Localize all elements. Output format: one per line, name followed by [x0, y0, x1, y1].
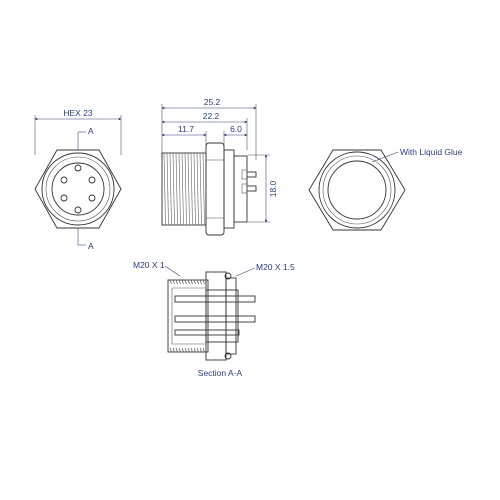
section-thread-tick — [196, 279, 199, 285]
section-title: Section A-A — [198, 368, 243, 378]
section-thread-tick — [181, 347, 184, 353]
thread-label-right: M20 X 1.5 — [256, 262, 295, 272]
section-thread-tick — [181, 279, 184, 285]
section-thread-tick — [169, 347, 172, 353]
overall-length-label: 25.2 — [204, 97, 221, 107]
section-thread-tick — [178, 347, 181, 353]
thread-line — [199, 152, 202, 226]
thread-line — [196, 152, 199, 226]
section-thread-tick — [190, 347, 193, 353]
thread-line — [166, 152, 169, 226]
section-thread-tick — [190, 279, 193, 285]
thread-line — [184, 152, 187, 226]
thread-line — [202, 152, 205, 226]
section-marker-bottom: A — [88, 241, 94, 251]
section-thread-tick — [175, 347, 178, 353]
hex-dimension-label: HEX 23 — [63, 108, 93, 118]
flange-length-label: 6.0 — [230, 124, 242, 134]
thread-line — [163, 152, 166, 226]
section-thread-tick — [184, 347, 187, 353]
section-thread-tick — [184, 279, 187, 285]
section-thread-tick — [169, 279, 172, 285]
section-thread-tick — [202, 347, 205, 353]
thread-line — [172, 152, 175, 226]
section-thread-tick — [178, 279, 181, 285]
front-view-hex: HEX 23 A A — [34, 108, 122, 251]
section-thread-tick — [193, 347, 196, 353]
section-thread-tick — [196, 347, 199, 353]
section-marker-top: A — [88, 126, 94, 136]
section-thread-tick — [175, 279, 178, 285]
thread-line — [190, 152, 193, 226]
rear-view-glue: With Liquid Glue — [308, 147, 463, 231]
section-thread-tick — [172, 347, 175, 353]
glue-note: With Liquid Glue — [400, 147, 463, 157]
section-thread-tick — [172, 279, 175, 285]
thread-line — [169, 152, 172, 226]
thread-label-left: M20 X 1 — [133, 260, 165, 270]
thread-line — [193, 152, 196, 226]
height-label: 18.0 — [268, 180, 278, 197]
section-thread-tick — [187, 279, 190, 285]
thread-line — [187, 152, 190, 226]
section-thread-tick — [193, 279, 196, 285]
section-view: M20 X 1 M20 X 1.5 Section A-A — [133, 260, 295, 378]
thread-line — [175, 152, 178, 226]
side-view: 25.2 22.2 11.7 6.0 18.0 — [161, 97, 278, 236]
body-length-label: 22.2 — [203, 111, 220, 121]
thread-length-label: 11.7 — [178, 124, 194, 134]
section-thread-tick — [187, 347, 190, 353]
section-thread-tick — [199, 279, 202, 285]
section-thread-tick — [199, 347, 202, 353]
section-thread-tick — [202, 279, 205, 285]
thread-line — [178, 152, 181, 226]
thread-line — [181, 152, 184, 226]
